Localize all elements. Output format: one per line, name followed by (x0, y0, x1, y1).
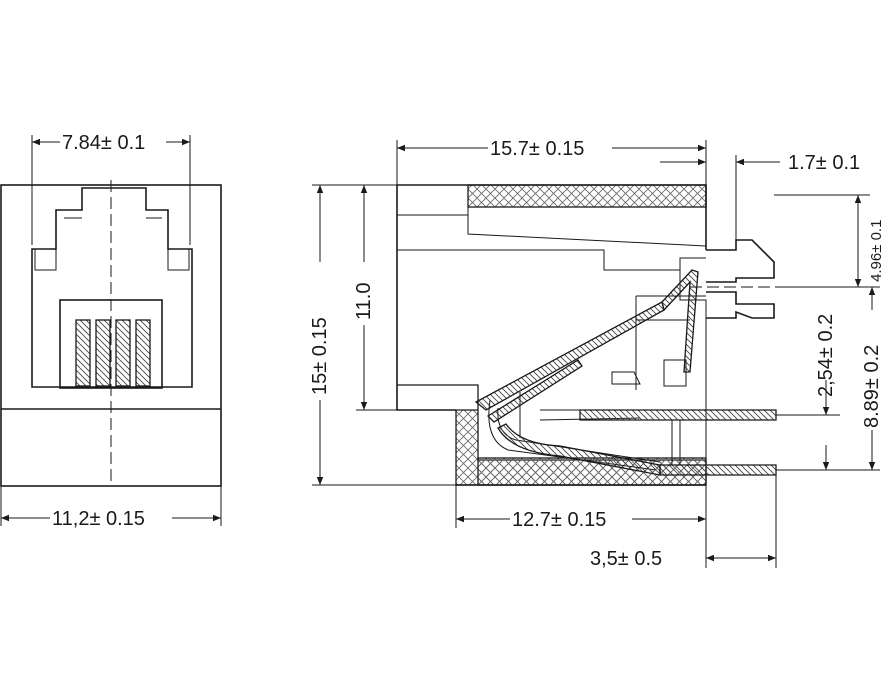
dim-pin-row-height: 8.89± 0.2 (861, 345, 883, 428)
dim-front-body-width: 11,2± 0.15 (52, 508, 145, 530)
contact-pin-3 (115, 319, 131, 387)
contact-pin-4 (135, 319, 151, 387)
dim-side-length: 15.7± 0.15 (490, 138, 584, 160)
dim-inner-height: 11.0 (353, 283, 375, 320)
front-socket-step-right (167, 249, 190, 271)
front-view: 7.84± 0.1 11,2± 0.15 (0, 132, 222, 530)
contact-pin-2 (95, 319, 111, 387)
dim-side-height: 15± 0.15 (309, 317, 331, 395)
dim-front-opening-width: 7.84± 0.1 (62, 132, 145, 154)
side-peg-bottom (706, 291, 775, 319)
contact-pin-1 (75, 319, 91, 387)
dim-pin-pitch: 2,54± 0.2 (815, 314, 837, 397)
dim-peg-height: 4.96± 0.1 (868, 220, 885, 282)
dim-side-offset: 1.7± 0.1 (788, 152, 860, 174)
side-top-slope (467, 185, 707, 247)
side-top-wall (467, 184, 707, 208)
dim-pin-length: 3,5± 0.5 (590, 548, 662, 570)
dim-base-length: 12.7± 0.15 (512, 509, 606, 531)
contact-spring-upper-tip (661, 269, 699, 373)
side-latch-lower (397, 249, 706, 271)
front-socket-opening (31, 187, 193, 388)
side-peg-top (706, 239, 775, 283)
pin-lower (659, 464, 777, 476)
pin-upper (579, 409, 777, 421)
contact-spring-lower (486, 359, 583, 423)
front-socket-step-left (34, 249, 57, 271)
side-view: 15.7± 0.15 1.7± 0.1 15± 0.15 11.0 4.96± … (309, 138, 885, 570)
